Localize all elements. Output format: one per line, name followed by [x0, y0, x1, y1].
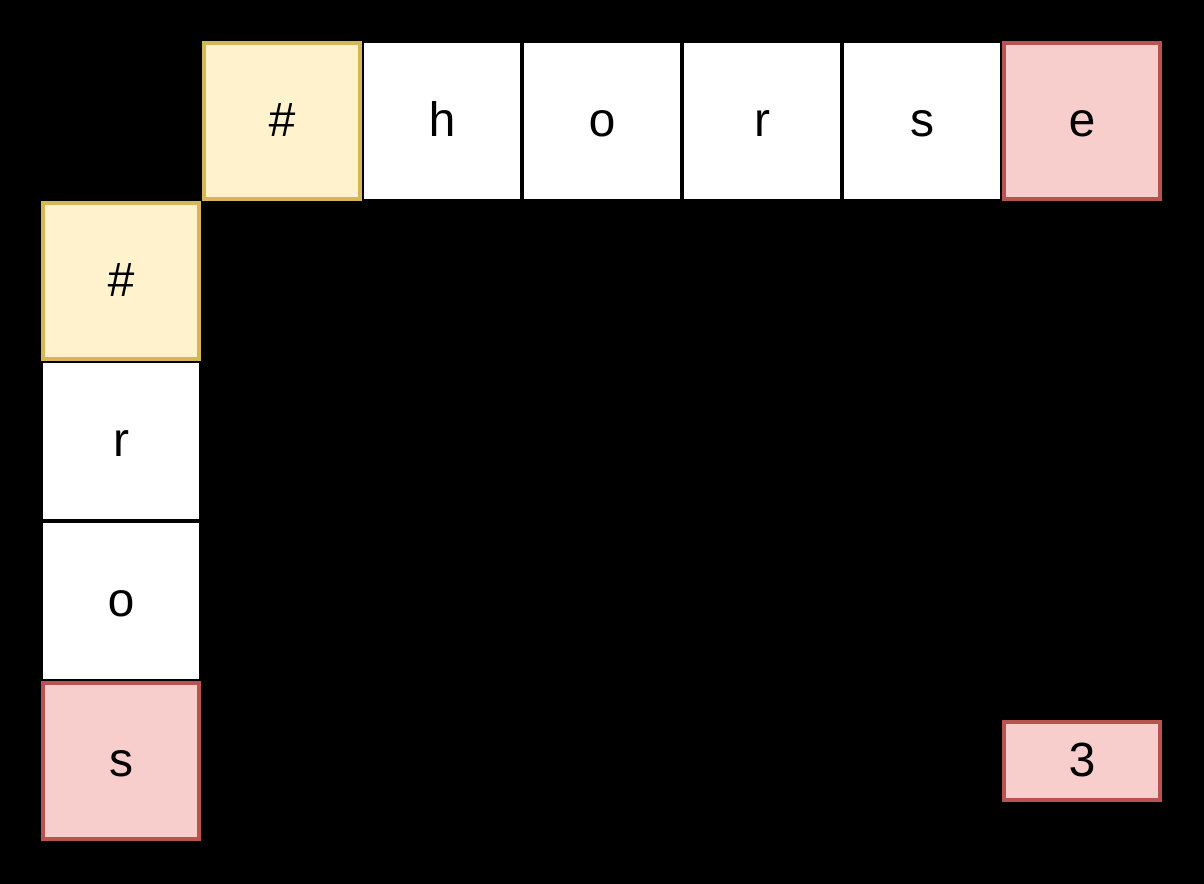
left-column-cell-s: s [41, 681, 201, 841]
top-row-cell-hash: # [202, 41, 362, 201]
left-column-cell-r: r [41, 361, 201, 521]
top-row-cell-o: o [522, 41, 682, 201]
top-row-cell-r: r [682, 41, 842, 201]
left-column-cell-o: o [41, 521, 201, 681]
top-row-cell-e: e [1002, 41, 1162, 201]
left-column-cell-hash: # [41, 201, 201, 361]
top-row-cell-h: h [362, 41, 522, 201]
top-row-cell-s: s [842, 41, 1002, 201]
result-box: 3 [1002, 720, 1162, 802]
